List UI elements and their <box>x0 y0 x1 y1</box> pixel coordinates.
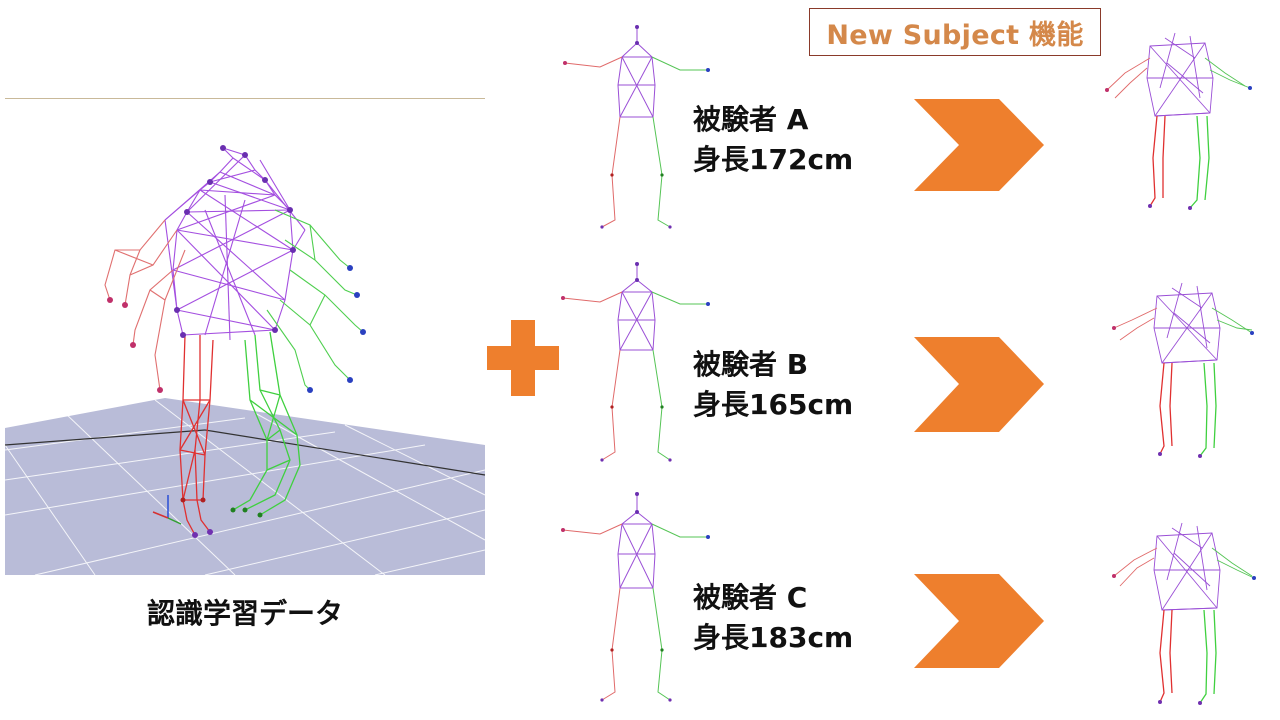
retargeted-skeleton-a <box>1105 32 1252 210</box>
training-skeleton <box>104 145 366 538</box>
divider-line <box>5 98 485 99</box>
plus-icon <box>487 320 559 396</box>
subject-height-c: 身長183cm <box>693 621 854 654</box>
subject-skeleton-b <box>561 262 710 462</box>
subject-skeleton-a <box>563 25 710 229</box>
subject-skeleton-c <box>561 492 710 702</box>
chevron-arrow-icon <box>914 99 1044 191</box>
subject-label-b: 被験者 B 身長165cm <box>693 345 853 425</box>
subject-label-a: 被験者 A 身長172cm <box>693 100 853 180</box>
subject-label-c: 被験者 C 身長183cm <box>693 578 853 658</box>
subject-name-b: 被験者 B <box>693 348 809 381</box>
chevron-arrow-icon <box>914 574 1044 668</box>
training-data-caption: 認識学習データ <box>146 597 343 630</box>
training-data-scene <box>4 145 486 576</box>
floor-plane <box>5 398 485 575</box>
retargeted-skeleton-b <box>1112 282 1254 458</box>
new-subject-title: New Subject 機能 <box>809 8 1101 56</box>
subject-height-b: 身長165cm <box>693 388 854 421</box>
retargeted-skeleton-c <box>1112 522 1256 705</box>
subject-name-a: 被験者 A <box>693 103 809 136</box>
subject-height-a: 身長172cm <box>693 143 854 176</box>
subject-name-c: 被験者 C <box>693 581 808 614</box>
chevron-arrow-icon <box>914 337 1044 432</box>
